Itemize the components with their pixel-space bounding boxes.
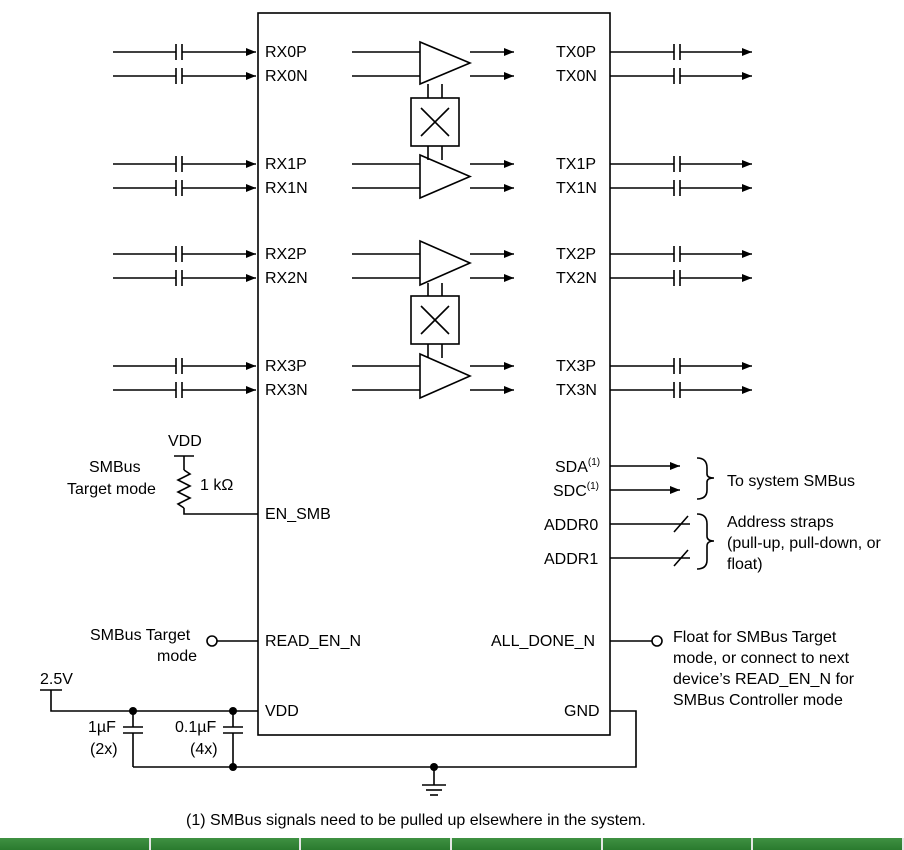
addr-note-1: Address straps bbox=[727, 514, 834, 531]
read-en-n-section: SMBus Target mode READ_EN_N bbox=[90, 627, 361, 665]
output-channel: TX1N bbox=[556, 180, 752, 197]
input-pin-label: RX1N bbox=[265, 180, 308, 197]
power-decoupling: 2.5V 1µF (2x) 0.1µF (4x) VDD GND bbox=[40, 671, 637, 796]
input-pin-label: RX0P bbox=[265, 44, 307, 61]
input-channel: RX2N bbox=[113, 270, 514, 287]
output-channel: TX1P bbox=[556, 156, 752, 173]
input-channel: RX3N bbox=[113, 382, 514, 399]
output-pin-label: TX1N bbox=[556, 180, 597, 197]
taskbar-item[interactable] bbox=[452, 838, 603, 850]
taskbar-item[interactable] bbox=[150, 838, 302, 850]
crossbar-switch-1 bbox=[410, 84, 460, 160]
taskbar-item[interactable] bbox=[0, 838, 151, 850]
cap2-value: 0.1µF bbox=[175, 719, 216, 736]
output-pin-label: TX0P bbox=[556, 44, 596, 61]
taskbar-strip bbox=[0, 838, 904, 850]
input-pin-label: RX2P bbox=[265, 246, 307, 263]
output-pin-label: TX3N bbox=[556, 382, 597, 399]
read-en-ext-label-1: SMBus Target bbox=[90, 627, 191, 644]
supply-label: 2.5V bbox=[40, 671, 73, 688]
target-mode-label: Target mode bbox=[67, 481, 156, 498]
output-channel: TX0P bbox=[556, 44, 752, 61]
cap1-value: 1µF bbox=[88, 719, 116, 736]
buffer-triangle bbox=[419, 352, 472, 400]
addr-note-2: (pull-up, pull-down, or bbox=[727, 535, 882, 552]
all-done-note-3: device’s READ_EN_N for bbox=[673, 671, 855, 688]
output-channel: TX2P bbox=[556, 246, 752, 263]
output-channel: TX3P bbox=[556, 358, 752, 375]
input-pin-label: RX3N bbox=[265, 382, 308, 399]
output-pin-label: TX0N bbox=[556, 68, 597, 85]
addr0-pin: ADDR0 bbox=[544, 517, 598, 534]
addr-note-3: float) bbox=[727, 556, 763, 573]
gnd-pin: GND bbox=[564, 703, 600, 720]
resistor-value: 1 kΩ bbox=[200, 477, 233, 494]
smbus-label: SMBus bbox=[89, 459, 141, 476]
taskbar-item[interactable] bbox=[753, 838, 904, 850]
taskbar-item[interactable] bbox=[301, 838, 453, 850]
input-channel: RX0P bbox=[113, 44, 514, 61]
taskbar-item[interactable] bbox=[602, 838, 754, 850]
all-done-n-pin: ALL_DONE_N bbox=[491, 633, 595, 650]
en-smb-pullup: VDD SMBus Target mode 1 kΩ EN_SMB bbox=[67, 433, 331, 523]
sda-pin: SDA(1) bbox=[555, 457, 600, 476]
buffer-triangle bbox=[419, 153, 473, 200]
vdd-top-label: VDD bbox=[168, 433, 202, 450]
output-pin-label: TX3P bbox=[556, 358, 596, 375]
read-en-ext-label-2: mode bbox=[157, 648, 197, 665]
buffer-triangle bbox=[419, 239, 472, 287]
input-channel: RX2P bbox=[113, 246, 514, 263]
read-en-n-pin: READ_EN_N bbox=[265, 633, 361, 650]
output-channel: TX2N bbox=[556, 270, 752, 287]
output-pin-label: TX2N bbox=[556, 270, 597, 287]
input-pin-label: RX2N bbox=[265, 270, 308, 287]
all-done-note-2: mode, or connect to next bbox=[673, 650, 850, 667]
cap1-count: (2x) bbox=[90, 741, 118, 758]
address-straps: ADDR0 ADDR1 Address straps (pull-up, pul… bbox=[544, 513, 882, 573]
cap2-count: (4x) bbox=[190, 741, 218, 758]
all-done-note-1: Float for SMBus Target bbox=[673, 629, 837, 646]
crossbar-switch-2 bbox=[410, 283, 460, 358]
system-smbus-note: To system SMBus bbox=[727, 473, 855, 490]
all-done-note-4: SMBus Controller mode bbox=[673, 692, 843, 709]
buffer-triangle bbox=[419, 40, 473, 86]
channels: RX0P TX0P RX0N TX0N RX1P TX1P RX1N TX1N RX2P TX2P… bbox=[113, 40, 752, 400]
output-pin-label: TX1P bbox=[556, 156, 596, 173]
sdc-pin: SDC(1) bbox=[553, 481, 599, 500]
all-done-section: ALL_DONE_N Float for SMBus Target mode, … bbox=[491, 629, 855, 709]
output-pin-label: TX2P bbox=[556, 246, 596, 263]
ic-body bbox=[257, 12, 611, 736]
output-channel: TX3N bbox=[556, 382, 752, 399]
input-channel: RX1N bbox=[113, 180, 514, 197]
input-pin-label: RX1P bbox=[265, 156, 307, 173]
footnote: (1) SMBus signals need to be pulled up e… bbox=[186, 812, 646, 829]
output-channel: TX0N bbox=[556, 68, 752, 85]
input-channel: RX3P bbox=[113, 358, 514, 375]
addr1-pin: ADDR1 bbox=[544, 551, 598, 568]
input-channel: RX0N bbox=[113, 68, 514, 85]
input-pin-label: RX0N bbox=[265, 68, 308, 85]
en-smb-pin: EN_SMB bbox=[265, 506, 331, 523]
smbus-bus: SDA(1) SDC(1) To system SMBus bbox=[553, 457, 855, 500]
vdd-pin: VDD bbox=[265, 703, 299, 720]
input-channel: RX1P bbox=[113, 156, 514, 173]
input-pin-label: RX3P bbox=[265, 358, 307, 375]
